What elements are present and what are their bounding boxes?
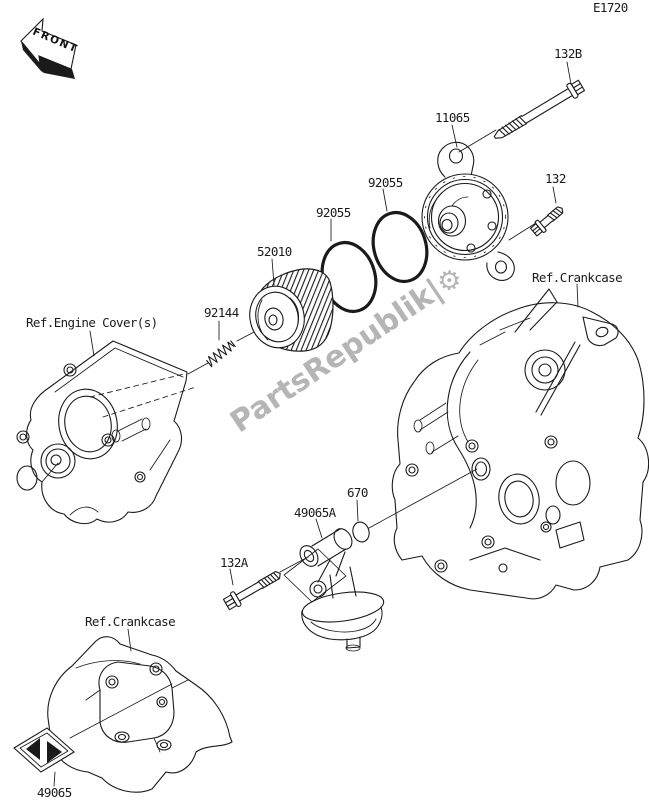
leader-lines xyxy=(53,61,579,787)
callout-132b: 132B xyxy=(554,46,582,61)
front-direction-icon: FRONT xyxy=(20,17,80,79)
figure-code: E1720 xyxy=(593,0,628,15)
oil-filter-52010 xyxy=(249,268,334,352)
ref-engine-cover: Ref.Engine Cover(s) xyxy=(26,315,158,330)
callout-92055-inner: 92055 xyxy=(316,205,351,220)
ref-crankcase-bottom: Ref.Crankcase xyxy=(85,614,176,629)
callout-49065: 49065 xyxy=(37,785,72,800)
oil-pickup-49065a xyxy=(283,528,385,652)
bolt-132 xyxy=(529,206,564,237)
ref-crankcase-right: Ref.Crankcase xyxy=(532,270,623,285)
engine-cover-drawing xyxy=(16,340,188,525)
callout-49065a: 49065A xyxy=(294,505,336,520)
screen-plate-49065 xyxy=(13,727,75,773)
callout-92055-outer: 92055 xyxy=(368,175,403,190)
callout-670: 670 xyxy=(347,485,368,500)
spring-92144 xyxy=(206,340,236,368)
bolt-132b xyxy=(493,79,586,139)
crankcase-right-drawing xyxy=(391,288,649,600)
callout-11065: 11065 xyxy=(435,110,470,125)
callout-52010: 52010 xyxy=(257,244,292,259)
crankcase-bottom-drawing xyxy=(47,636,233,793)
bolt-132a xyxy=(222,570,281,611)
oring-92055-outer xyxy=(371,211,429,283)
callout-132a: 132A xyxy=(220,555,248,570)
oring-670 xyxy=(352,521,370,543)
callout-92144: 92144 xyxy=(204,305,239,320)
oil-filter-cap-11065 xyxy=(421,141,515,281)
callout-132: 132 xyxy=(545,171,566,186)
